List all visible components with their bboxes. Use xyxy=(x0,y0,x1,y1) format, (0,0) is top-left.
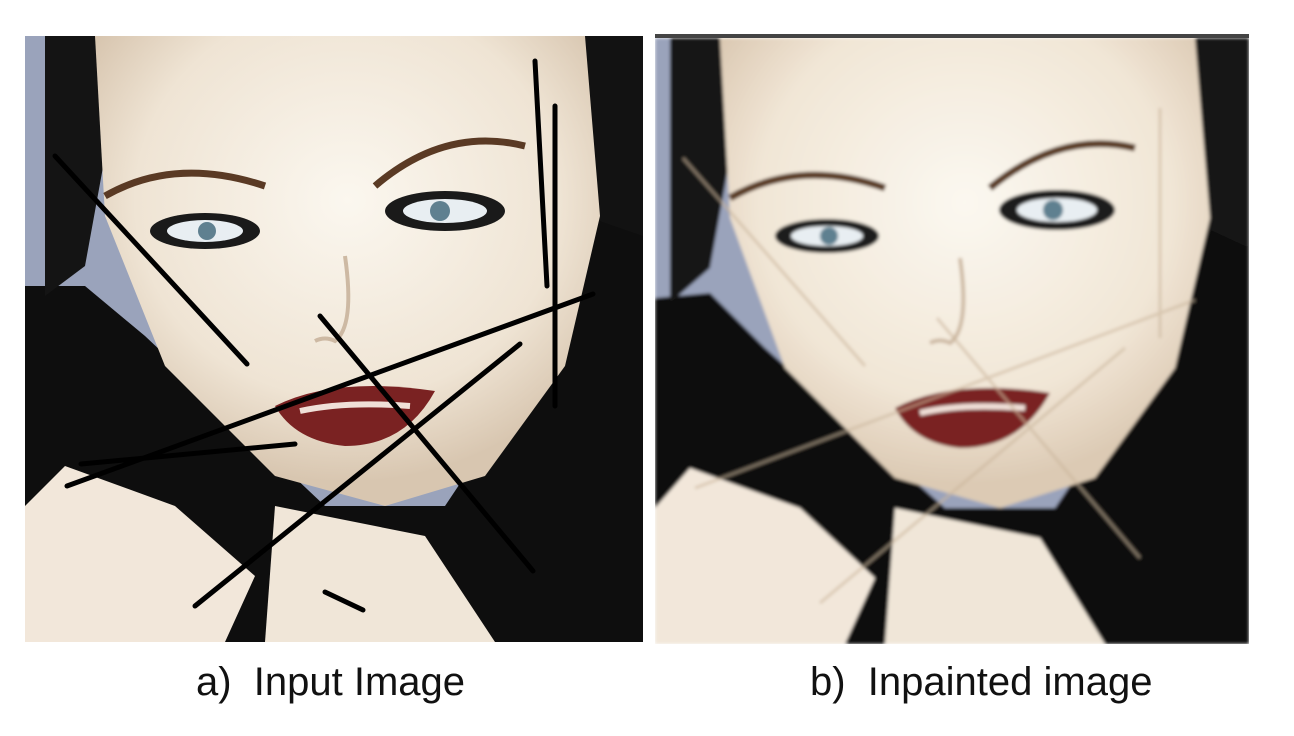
inpainted-image-picture xyxy=(655,38,1249,644)
scratch-lines xyxy=(52,58,596,613)
inpainted-image-caption: b) Inpainted image xyxy=(810,660,1153,704)
input-image-caption: a) Input Image xyxy=(196,660,466,704)
inpainted-image xyxy=(655,34,1249,644)
input-image-picture xyxy=(25,36,643,642)
input-image xyxy=(25,36,643,642)
